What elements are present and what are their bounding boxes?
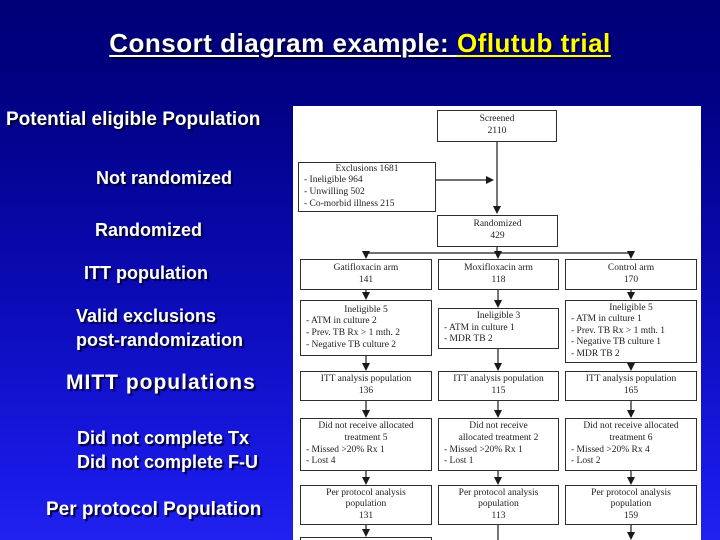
label-mitt-populations: MITT populations — [66, 371, 256, 394]
title-trial-name: Oflutub trial — [456, 28, 611, 58]
not-received-box-1: Did not receive allocated treatment 5 - … — [300, 418, 432, 471]
itt-box-2: ITT analysis population 115 — [438, 371, 559, 401]
ineligible-box-1: Ineligible 5 - ATM in culture 2 - Prev. … — [300, 300, 432, 356]
label-potential-eligible-population: Potential eligible Population — [6, 109, 261, 130]
exclusions-box: Exclusions 1681 - Ineligible 964 - Unwil… — [298, 162, 436, 212]
label-valid-exclusions: Valid exclusions post-randomization — [76, 306, 243, 350]
ineligible-box-3: Ineligible 5 - ATM in culture 1 - Prev. … — [565, 300, 697, 363]
label-not-randomized: Not randomized — [96, 168, 233, 188]
screened-box: Screened 2110 — [437, 110, 557, 142]
label-per-protocol-population: Per protocol Population — [46, 499, 262, 520]
flowchart-panel: Screened 2110 Exclusions 1681 - Ineligib… — [293, 106, 701, 540]
clipped-next-box — [300, 537, 432, 540]
flow-arrows — [362, 142, 635, 540]
per-protocol-box-2: Per protocol analysis population 113 — [438, 485, 559, 525]
randomized-box: Randomized 429 — [437, 215, 558, 247]
not-received-box-3: Did not receive allocated treatment 6 - … — [565, 418, 697, 471]
label-randomized: Randomized — [95, 220, 203, 240]
itt-box-1: ITT analysis population 136 — [300, 371, 432, 401]
per-protocol-box-3: Per protocol analysis population 159 — [565, 485, 697, 525]
label-itt-population: ITT population — [84, 263, 208, 283]
title-main: Consort diagram example: — [109, 28, 457, 58]
arm-box-control: Control arm 170 — [565, 259, 697, 290]
page-title: Consort diagram example: Oflutub trial — [0, 28, 720, 59]
itt-box-3: ITT analysis population 165 — [565, 371, 697, 401]
arm-box-moxifloxacin: Moxifloxacin arm 118 — [438, 259, 559, 290]
arm-box-gatifloxacin: Gatifloxacin arm 141 — [300, 259, 432, 290]
per-protocol-box-1: Per protocol analysis population 131 — [300, 485, 432, 525]
ineligible-box-2: Ineligible 3 - ATM in culture 1 - MDR TB… — [438, 308, 559, 349]
not-received-box-2: Did not receive allocated treatment 2 - … — [438, 418, 559, 471]
label-did-not-complete: Did not complete Tx Did not complete F-U — [77, 428, 258, 472]
